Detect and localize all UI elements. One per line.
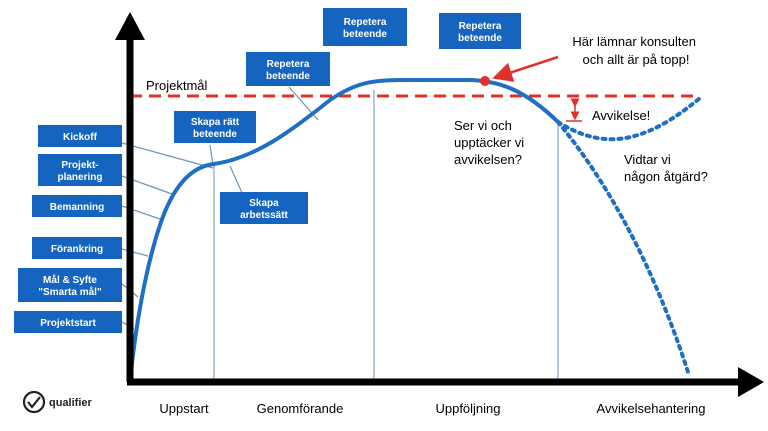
label-box-text: Skapa rätt: [191, 117, 240, 128]
axes: [115, 12, 764, 397]
label-box-bg: [246, 52, 330, 86]
label-box-text: Repetera: [267, 59, 310, 70]
callout-line: och allt är på topp!: [583, 52, 690, 67]
label-box-text: Förankring: [51, 244, 103, 255]
label-box-text: Projekt-: [61, 160, 98, 171]
label-box: Mål & Syfte"Smarta mål": [18, 268, 122, 302]
phase-dividers: [213, 90, 559, 380]
label-box-text: arbetssätt: [240, 210, 288, 221]
label-box-bg: [174, 111, 256, 143]
question-action-line: Vidtar vi: [624, 152, 671, 167]
label-box: Bemanning: [32, 195, 122, 217]
leader-line: [121, 142, 214, 169]
question-detect-line: upptäcker vi: [454, 135, 524, 150]
label-box-text: Repetera: [344, 17, 387, 28]
leader-line: [209, 144, 214, 166]
label-box-text: planering: [57, 172, 102, 183]
leader-line: [229, 165, 244, 196]
label-box-text: Kickoff: [63, 132, 98, 143]
logo-text: qualifier: [49, 397, 93, 409]
label-box-text: Repetera: [459, 21, 502, 32]
corrective-branch: [556, 96, 702, 142]
label-box: Förankring: [32, 237, 122, 259]
checkmark-icon: [27, 396, 41, 409]
label-box-text: beteende: [458, 33, 502, 44]
label-box-bg: [323, 8, 407, 46]
handover-point: [480, 76, 490, 86]
label-box-text: "Smarta mål": [38, 286, 102, 298]
question-action-line: någon åtgärd?: [624, 169, 708, 184]
label-box-bg: [18, 268, 122, 302]
callout-line: Här lämnar konsulten: [572, 34, 696, 49]
left-step-boxes: KickoffProjekt-planeringBemanningFörankr…: [14, 125, 122, 333]
question-detect: Ser vi och upptäcker vi avvikelsen?: [454, 118, 528, 167]
label-box: Kickoff: [38, 125, 122, 147]
label-box-bg: [32, 195, 122, 217]
label-box-text: Projektstart: [40, 318, 96, 329]
label-box-bg: [220, 192, 308, 224]
qualifier-logo: qualifier: [22, 390, 93, 414]
label-box-text: Bemanning: [50, 202, 104, 213]
label-box-text: Mål & Syfte: [43, 274, 97, 286]
progress-curve: [128, 78, 560, 384]
question-detect-line: Ser vi och: [454, 118, 512, 133]
question-action: Vidtar vi någon åtgärd?: [624, 152, 708, 184]
label-box-text: beteende: [343, 29, 387, 40]
phase-label: Genomförande: [257, 401, 344, 416]
phase-label: Avvikelsehantering: [597, 401, 706, 416]
label-box-bg: [38, 154, 122, 186]
curve-annotation-boxes: Skapa rättbeteendeSkapaarbetssättRepeter…: [174, 8, 521, 224]
x-axis-arrowhead: [738, 367, 764, 397]
checkmark-circle-icon: [22, 390, 46, 414]
callout-text: Här lämnar konsulten och allt är på topp…: [572, 34, 699, 67]
label-box-bg: [38, 125, 122, 147]
callout-arrow: [492, 55, 559, 82]
label-box-text: beteende: [266, 71, 310, 82]
label-box-text: Skapa: [249, 198, 279, 209]
goal-label: Projektmål: [146, 78, 208, 93]
deviation-label: Avvikelse!: [592, 108, 650, 123]
decline-branch: [556, 120, 690, 374]
leader-line: [121, 248, 149, 257]
phase-label: Uppstart: [159, 401, 209, 416]
label-box-bg: [439, 13, 521, 49]
label-box: Projekt-planering: [38, 154, 122, 186]
phase-label: Uppföljning: [435, 401, 500, 416]
label-box: Projektstart: [14, 311, 122, 333]
label-box-bg: [14, 311, 122, 333]
label-box-bg: [32, 237, 122, 259]
question-detect-line: avvikelsen?: [454, 152, 522, 167]
label-box-text: beteende: [193, 129, 237, 140]
y-axis-arrowhead: [115, 12, 145, 40]
